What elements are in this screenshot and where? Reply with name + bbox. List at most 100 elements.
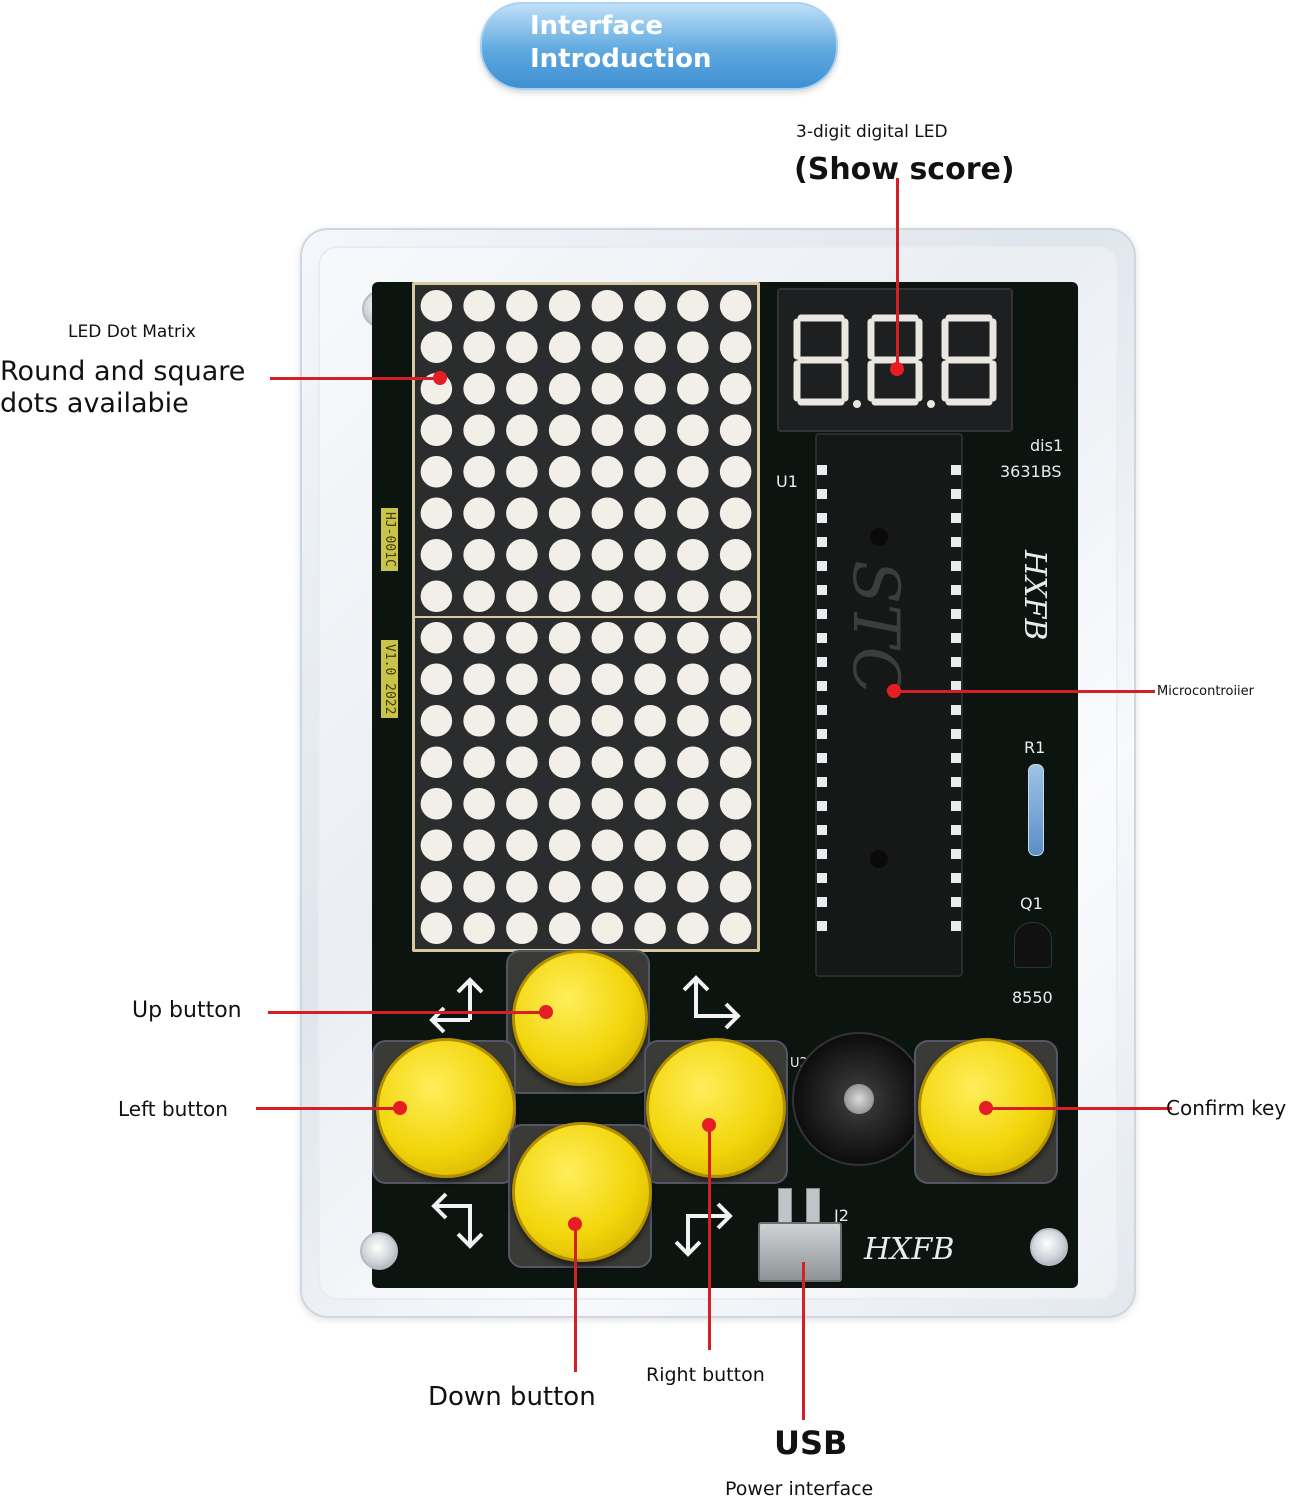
led-dot (719, 704, 752, 737)
down-button-label: Down button (428, 1382, 596, 1412)
led-dot (677, 787, 709, 820)
board-sticker-model: HJ-001C (381, 508, 398, 571)
chip-pin (951, 801, 961, 811)
led-title-label: 3-digit digital LED (796, 122, 948, 142)
led-dot (463, 331, 495, 364)
led-dot (591, 497, 624, 530)
led-dot (463, 289, 495, 322)
led-dot (548, 621, 581, 654)
led-dot (420, 870, 453, 903)
callout-line-down (574, 1224, 577, 1372)
usb-label: USB (774, 1424, 848, 1462)
led-dot (506, 455, 538, 488)
led-dot (719, 497, 752, 530)
silk-u1: U1 (776, 472, 798, 491)
transistor-q1 (1014, 922, 1052, 968)
led-dot (463, 663, 495, 696)
usb-pin-right (806, 1188, 820, 1224)
callout-dot-down (568, 1217, 582, 1231)
seven-segment-display (777, 288, 1013, 432)
led-dot (548, 372, 581, 405)
chip-pin (817, 657, 827, 667)
led-dot (548, 787, 581, 820)
right-button[interactable] (646, 1038, 786, 1178)
callout-dot-right (702, 1118, 716, 1132)
led-dot (677, 746, 709, 779)
led-dot (591, 787, 624, 820)
chip-notch (870, 528, 888, 546)
led-dot (506, 621, 538, 654)
led-dot (634, 331, 666, 364)
led-dot (634, 704, 666, 737)
chip-pin (817, 729, 827, 739)
arrow-up-left-icon (429, 977, 484, 1034)
led-dot (591, 331, 624, 364)
buzzer (792, 1032, 926, 1166)
usb-port[interactable] (758, 1222, 842, 1282)
chip-pin (817, 825, 827, 835)
led-dot (420, 787, 453, 820)
led-dot (719, 414, 752, 447)
chip-pin (817, 561, 827, 571)
led-dot (591, 538, 624, 571)
led-dot (463, 414, 495, 447)
led-dot (634, 289, 666, 322)
title-line-2: Introduction (530, 44, 712, 74)
chip-pin (817, 537, 827, 547)
led-dot (463, 746, 495, 779)
microcontroller-chip (815, 433, 963, 977)
chip-pin (951, 729, 961, 739)
chip-pins (817, 465, 961, 931)
chip-pin (817, 801, 827, 811)
led-dot (420, 663, 453, 696)
led-dot (634, 912, 666, 945)
led-dot (420, 704, 453, 737)
led-dot (634, 870, 666, 903)
resistor-r1 (1028, 764, 1044, 856)
led-dot (506, 787, 538, 820)
led-dot (591, 580, 624, 613)
callout-dot-mcu (887, 684, 901, 698)
confirm-key-label: Confirm key (1166, 1096, 1287, 1120)
led-dot (548, 289, 581, 322)
down-button[interactable] (512, 1122, 652, 1262)
chip-pin (951, 921, 961, 931)
led-dot (420, 497, 453, 530)
led-dot (548, 497, 581, 530)
led-dot (677, 912, 709, 945)
chip-pin (951, 489, 961, 499)
led-dot (506, 829, 538, 862)
led-dot (463, 538, 495, 571)
chip-pin (817, 705, 827, 715)
led-dot (420, 746, 453, 779)
title-pill (480, 2, 838, 90)
led-dot (463, 455, 495, 488)
silk-3631bs: 3631BS (1000, 462, 1062, 481)
led-dot (634, 663, 666, 696)
led-dot (719, 829, 752, 862)
led-dot (677, 580, 709, 613)
led-dot (548, 870, 581, 903)
chip-hole (870, 850, 888, 868)
arrow-down-left-icon (431, 1192, 484, 1249)
callout-line-left (256, 1107, 400, 1110)
callout-line-mcu (893, 690, 1155, 693)
chip-pin (951, 633, 961, 643)
led-dot-grid (415, 289, 757, 945)
chip-pin (817, 585, 827, 595)
callout-line-up (268, 1011, 546, 1014)
callout-dot-left (393, 1101, 407, 1115)
led-dot (719, 621, 752, 654)
silk-r1: R1 (1024, 738, 1046, 757)
led-dot (719, 787, 752, 820)
matrix-title-label: LED Dot Matrix (68, 322, 196, 342)
led-dot (634, 414, 666, 447)
chip-pin (817, 921, 827, 931)
led-dot (463, 372, 495, 405)
led-dot (463, 829, 495, 862)
led-dot (420, 621, 453, 654)
screw-bottom-left (360, 1232, 398, 1270)
led-dot (420, 912, 453, 945)
up-button[interactable] (512, 950, 648, 1086)
silk-8550: 8550 (1012, 988, 1053, 1007)
